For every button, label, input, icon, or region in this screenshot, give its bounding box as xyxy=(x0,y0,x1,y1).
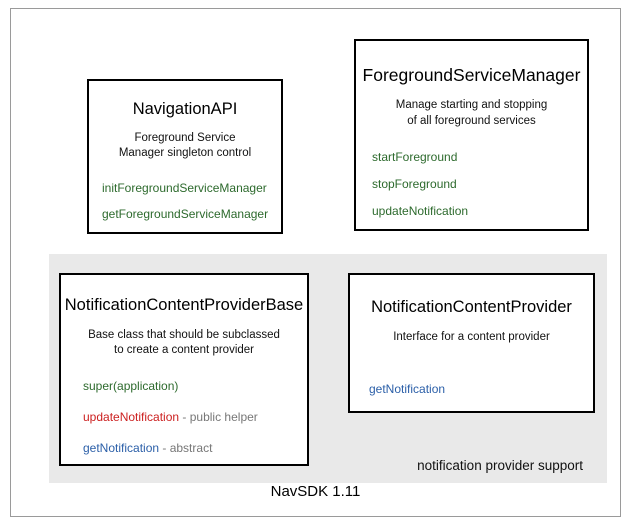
class-box-notification-content-provider-base[interactable]: NotificationContentProviderBase Base cla… xyxy=(59,273,309,466)
class-box-foreground-service-manager[interactable]: ForegroundServiceManager Manage starting… xyxy=(354,39,589,231)
member-note: - abstract xyxy=(159,441,213,455)
slide-frame: notification provider support Navigation… xyxy=(10,8,621,517)
class-description-notification-content-provider: Interface for a content provider xyxy=(360,330,583,346)
member-list-notification-content-provider: getNotification xyxy=(350,383,593,395)
member-item[interactable]: updateNotification - public helper xyxy=(83,411,307,423)
member-name: updateNotification xyxy=(372,204,469,219)
class-description-foreground-service-manager: Manage starting and stopping of all fore… xyxy=(366,98,577,129)
member-item[interactable]: startForeground xyxy=(372,151,587,163)
class-description-line: to create a content provider xyxy=(114,344,254,357)
member-list-notification-content-provider-base: super(application) updateNotification - … xyxy=(61,380,307,454)
member-item[interactable]: updateNotification xyxy=(372,205,587,217)
class-box-notification-content-provider[interactable]: NotificationContentProvider Interface fo… xyxy=(348,273,595,413)
member-item[interactable]: getNotification xyxy=(369,383,593,395)
class-description-navigation-api: Foreground Service Manager singleton con… xyxy=(99,131,271,162)
member-item[interactable]: getForegroundServiceManager xyxy=(102,208,281,220)
member-name: getNotification xyxy=(83,441,160,455)
class-description-line: of all foreground services xyxy=(407,114,536,127)
member-item[interactable]: getNotification - abstract xyxy=(83,442,307,454)
member-item[interactable]: initForegroundServiceManager xyxy=(102,182,281,194)
class-title-notification-content-provider-base: NotificationContentProviderBase xyxy=(64,296,304,314)
group-panel-label: notification provider support xyxy=(417,458,583,473)
class-description-line: Base class that should be subclassed xyxy=(88,328,280,341)
member-name: updateNotification xyxy=(83,410,180,424)
class-title-notification-content-provider: NotificationContentProvider xyxy=(371,298,572,316)
member-name: super(application) xyxy=(83,379,179,393)
class-description-line: Manage starting and stopping xyxy=(395,99,548,112)
class-description-line: Interface for a content provider xyxy=(393,330,550,343)
member-list-foreground-service-manager: startForeground stopForeground updateNot… xyxy=(356,151,587,217)
class-description-line: Foreground Service xyxy=(134,131,236,144)
version-label: NavSDK 1.11 xyxy=(270,483,361,500)
member-note: - public helper xyxy=(179,410,258,424)
member-list-navigation-api: initForegroundServiceManager getForegrou… xyxy=(89,182,281,220)
member-item[interactable]: stopForeground xyxy=(372,178,587,190)
member-name: getForegroundServiceManager xyxy=(102,207,269,221)
member-item[interactable]: super(application) xyxy=(83,380,307,392)
class-title-navigation-api: NavigationAPI xyxy=(132,100,238,118)
member-name: stopForeground xyxy=(372,177,457,192)
member-name: getNotification xyxy=(369,382,446,397)
class-title-foreground-service-manager: ForegroundServiceManager xyxy=(362,65,581,85)
member-name: startForeground xyxy=(372,150,458,165)
class-box-navigation-api[interactable]: NavigationAPI Foreground Service Manager… xyxy=(87,79,283,234)
member-name: initForegroundServiceManager xyxy=(102,181,267,195)
class-description-line: Manager singleton control xyxy=(118,147,252,160)
class-description-notification-content-provider-base: Base class that should be subclassed to … xyxy=(71,328,297,359)
